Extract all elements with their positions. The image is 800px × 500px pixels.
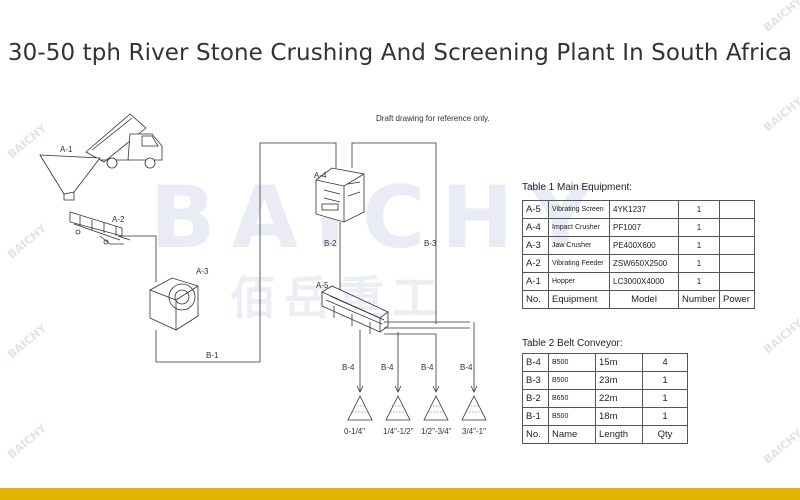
cell-qty: 1 [642,407,688,426]
cell-no: A-1 [522,272,549,291]
cell-power [719,236,755,255]
header-no: No. [522,290,549,309]
product-piles [347,395,487,421]
label-b2: B-2 [324,239,337,248]
cell-qty: 1 [642,371,688,390]
cell-power [719,200,755,219]
table-header-row: No. Name Length Qty [522,425,688,444]
label-a1: A-1 [60,145,73,154]
cell-number: 1 [678,236,720,255]
table-row: B-3 B500 23m 1 [522,371,688,390]
label-b3: B-3 [424,239,437,248]
page-title: 30-50 tph River Stone Crushing And Scree… [7,40,793,66]
cell-length: 15m [595,353,643,372]
cell-equipment: Hopper [548,272,610,291]
label-b4-3: B-4 [421,363,434,372]
table1-caption: Table 1 Main Equipment: [522,182,633,193]
cell-number: 1 [678,272,720,291]
product-label-2: 1/4"-1/2" [383,427,414,436]
header-power: Power [719,290,755,309]
cell-no: A-4 [522,218,549,237]
cell-length: 23m [595,371,643,390]
cell-no: A-2 [522,254,549,273]
table-row: A-3 Jaw Crusher PE400X600 1 [522,236,755,255]
footer-bar [0,488,800,500]
cell-qty: 4 [642,353,688,372]
cell-no: B-2 [522,389,549,408]
table-row: A-5 Vibrating Screen 4YK1237 1 [522,200,755,219]
header-number: Number [678,290,720,309]
cell-power [719,272,755,291]
table-row: A-2 Vibrating Feeder ZSW650X2500 1 [522,254,755,273]
header-model: Model [609,290,679,309]
cell-name: B500 [548,353,596,372]
cell-equipment: Jaw Crusher [548,236,610,255]
table-row: A-4 Impact Crusher PF1007 1 [522,218,755,237]
cell-number: 1 [678,218,720,237]
cell-model: LC3000X4000 [609,272,679,291]
cell-name: B650 [548,389,596,408]
cell-qty: 1 [642,389,688,408]
cell-name: B500 [548,407,596,426]
cell-no: B-4 [522,353,549,372]
hopper-icon [39,154,101,201]
header-equipment: Equipment [548,290,610,309]
label-a3: A-3 [196,267,209,276]
header-length: Length [595,425,643,444]
cell-model: PF1007 [609,218,679,237]
label-a2: A-2 [112,215,125,224]
cell-number: 1 [678,200,720,219]
cell-model: PE400X600 [609,236,679,255]
cell-model: 4YK1237 [609,200,679,219]
label-b4-1: B-4 [342,363,355,372]
jaw-crusher-icon [149,277,199,331]
cell-length: 22m [595,389,643,408]
cell-power [719,254,755,273]
label-a5: A-5 [316,281,329,290]
cell-equipment: Vibrating Feeder [548,254,610,273]
cell-no: B-3 [522,371,549,390]
belt-conveyor-table: B-4 B500 15m 4 B-3 B500 23m 1 B-2 B650 2… [522,353,688,444]
label-a4: A-4 [314,171,327,180]
cell-no: A-3 [522,236,549,255]
product-label-3: 1/2"-3/4" [421,427,452,436]
header-name: Name [548,425,596,444]
table-header-row: No. Equipment Model Number Power [522,290,755,309]
impact-crusher-icon [315,167,365,223]
product-label-4: 3/4"-1" [462,427,486,436]
table2-caption: Table 2 Belt Conveyor: [522,338,623,349]
product-label-1: 0-1/4" [344,427,365,436]
label-b4-2: B-4 [381,363,394,372]
label-b4-4: B-4 [460,363,473,372]
draft-note: Draft drawing for reference only. [376,114,490,123]
cell-length: 18m [595,407,643,426]
header-qty: Qty [642,425,688,444]
main-equipment-table: A-5 Vibrating Screen 4YK1237 1 A-4 Impac… [522,200,755,309]
cell-number: 1 [678,254,720,273]
cell-power [719,218,755,237]
table-row: B-1 B500 18m 1 [522,407,688,426]
label-b1: B-1 [206,351,219,360]
table-row: A-1 Hopper LC3000X4000 1 [522,272,755,291]
cell-equipment: Impact Crusher [548,218,610,237]
vibrating-screen-icon [321,285,389,334]
table-row: B-2 B650 22m 1 [522,389,688,408]
cell-no: A-5 [522,200,549,219]
watermark-brand: BAICHY [150,168,608,268]
table-row: B-4 B500 15m 4 [522,353,688,372]
cell-name: B500 [548,371,596,390]
cell-model: ZSW650X2500 [609,254,679,273]
cell-no: B-1 [522,407,549,426]
cell-equipment: Vibrating Screen [548,200,610,219]
header-no: No. [522,425,549,444]
